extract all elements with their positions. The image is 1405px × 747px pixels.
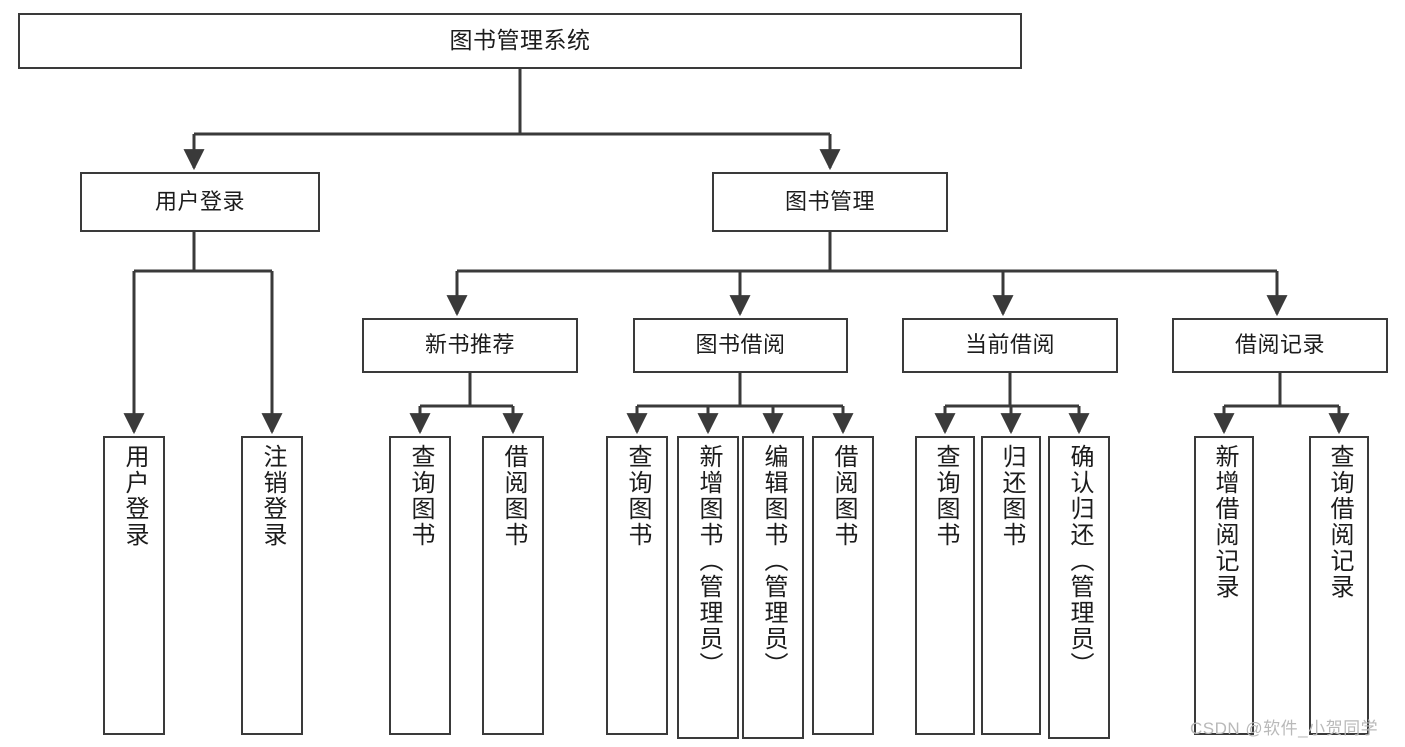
node-user-login[interactable]: 用户登录 xyxy=(80,172,320,232)
node-book-manage-label: 图书管理 xyxy=(784,188,875,214)
node-leaf-add-record-label: 新增借阅记录 xyxy=(1211,444,1238,600)
node-leaf-query-book-2[interactable]: 查询图书 xyxy=(606,436,668,735)
node-book-borrow[interactable]: 图书借阅 xyxy=(633,318,848,373)
node-root-label: 图书管理系统 xyxy=(449,27,591,54)
node-new-book-recommend[interactable]: 新书推荐 xyxy=(362,318,578,373)
node-leaf-return-book-label: 归还图书 xyxy=(998,444,1025,548)
node-user-login-label: 用户登录 xyxy=(154,188,245,214)
node-leaf-query-book-3[interactable]: 查询图书 xyxy=(915,436,975,735)
node-current-borrow[interactable]: 当前借阅 xyxy=(902,318,1118,373)
node-leaf-borrow-book-1[interactable]: 借阅图书 xyxy=(482,436,544,735)
node-leaf-borrow-book-2[interactable]: 借阅图书 xyxy=(812,436,874,735)
node-leaf-add-book-label: 新增图书（管理员） xyxy=(695,444,722,678)
node-leaf-query-record[interactable]: 查询借阅记录 xyxy=(1309,436,1369,735)
node-leaf-query-book-2-label: 查询图书 xyxy=(624,444,651,548)
node-leaf-edit-book-label: 编辑图书（管理员） xyxy=(760,444,787,678)
node-new-book-recommend-label: 新书推荐 xyxy=(424,332,515,358)
node-leaf-user-login[interactable]: 用户登录 xyxy=(103,436,165,735)
node-leaf-edit-book[interactable]: 编辑图书（管理员） xyxy=(742,436,804,739)
node-leaf-confirm-return[interactable]: 确认归还（管理员） xyxy=(1048,436,1110,739)
node-book-borrow-label: 图书借阅 xyxy=(695,332,786,358)
node-leaf-query-record-label: 查询借阅记录 xyxy=(1326,444,1353,600)
node-leaf-logout-label: 注销登录 xyxy=(259,444,286,548)
node-leaf-return-book[interactable]: 归还图书 xyxy=(981,436,1041,735)
node-borrow-record[interactable]: 借阅记录 xyxy=(1172,318,1388,373)
node-leaf-borrow-book-1-label: 借阅图书 xyxy=(500,444,527,548)
node-leaf-query-book-1-label: 查询图书 xyxy=(407,444,434,548)
node-leaf-query-book-1[interactable]: 查询图书 xyxy=(389,436,451,735)
node-leaf-logout[interactable]: 注销登录 xyxy=(241,436,303,735)
node-leaf-confirm-return-label: 确认归还（管理员） xyxy=(1066,444,1093,678)
node-leaf-borrow-book-2-label: 借阅图书 xyxy=(830,444,857,548)
node-leaf-query-book-3-label: 查询图书 xyxy=(932,444,959,548)
node-root[interactable]: 图书管理系统 xyxy=(18,13,1022,69)
node-leaf-user-login-label: 用户登录 xyxy=(121,444,148,548)
node-book-manage[interactable]: 图书管理 xyxy=(712,172,948,232)
node-borrow-record-label: 借阅记录 xyxy=(1234,332,1325,358)
node-current-borrow-label: 当前借阅 xyxy=(964,332,1055,358)
node-leaf-add-record[interactable]: 新增借阅记录 xyxy=(1194,436,1254,735)
node-leaf-add-book[interactable]: 新增图书（管理员） xyxy=(677,436,739,739)
